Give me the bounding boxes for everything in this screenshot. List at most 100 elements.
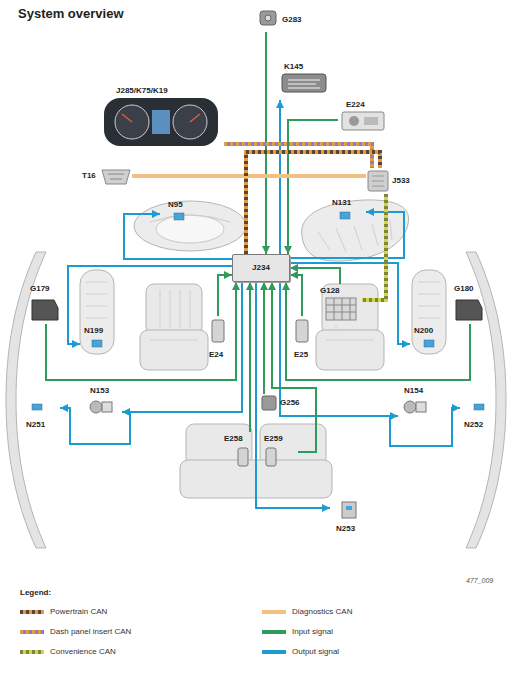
bus-line (132, 174, 366, 178)
steering-wheel (134, 201, 246, 251)
belt-buckle (296, 320, 308, 342)
component: N131 (326, 198, 366, 224)
legend-swatch (262, 610, 286, 614)
legend-stripe (20, 630, 44, 634)
side-airbag (80, 270, 114, 354)
instrument-cluster (104, 98, 218, 146)
signal-line (249, 282, 251, 432)
bus-line (246, 152, 380, 254)
signal-line (68, 266, 232, 344)
signal-line (290, 268, 340, 284)
label-holder: 477_009 (466, 576, 493, 586)
passenger-airbag (318, 220, 392, 252)
label-holder: Legend: (20, 588, 51, 598)
part-label: E224 (346, 100, 365, 110)
warning-lamp (288, 80, 320, 88)
sensor-icon (260, 11, 276, 410)
component: N251 (24, 402, 60, 432)
signal-line (122, 282, 242, 412)
part-label: N95 (168, 200, 183, 210)
diagnosis-connector (102, 170, 130, 184)
igniter (474, 404, 484, 410)
component: N95 (160, 200, 196, 226)
seat-occupied-sensor (326, 298, 356, 320)
seat-occupied-sensor (326, 298, 356, 320)
gateway-module (372, 176, 384, 186)
signal-line (46, 282, 236, 380)
bus-stripe (362, 194, 386, 300)
component: N253 (330, 500, 370, 538)
diagram-title: System overview (18, 6, 124, 22)
sensor-icon (260, 11, 276, 25)
front-seat (146, 284, 202, 334)
signal-line (272, 282, 316, 452)
legend-stripe (20, 650, 44, 654)
door-panel (466, 252, 506, 548)
component: K145 (276, 62, 332, 100)
battery-isolation-igniter (342, 502, 356, 518)
legend-swatch-frame (20, 648, 44, 656)
part-label: G180 (454, 284, 474, 294)
instrument-cluster (104, 98, 218, 146)
front-seat (140, 284, 384, 370)
door-panel (6, 252, 46, 548)
signal-line (218, 275, 232, 316)
warning-lamp (282, 74, 326, 92)
part-label: T16 (82, 171, 96, 181)
component: G180 (452, 284, 488, 324)
igniter (32, 212, 484, 410)
component: G256 (260, 394, 308, 412)
key-switch (349, 116, 359, 126)
legend-swatch-frame (262, 648, 286, 656)
belt-tensioner (90, 401, 102, 413)
igniter (174, 213, 184, 220)
part-label: K145 (284, 62, 303, 72)
component: E25 (292, 316, 316, 362)
legend-text: Input signal (292, 627, 333, 637)
part-label: N131 (332, 198, 351, 208)
component: N199 (80, 268, 116, 356)
component: J533 (366, 168, 424, 194)
part-label: E258 (224, 434, 243, 444)
signal-line (286, 282, 470, 380)
seat-stitching (150, 290, 374, 340)
part-label: G283 (282, 15, 302, 25)
signal-line (256, 282, 330, 508)
component: E259 (262, 432, 298, 474)
component: G283 (256, 8, 316, 32)
key-switch (364, 117, 378, 125)
legend-item: Dash panel insert CAN (20, 626, 250, 638)
signal-line (288, 120, 338, 254)
signal-line (290, 263, 410, 344)
component: G128 (316, 284, 362, 324)
legend-heading: Legend: (20, 588, 51, 598)
part-label: E259 (264, 434, 283, 444)
figure-number: 477_009 (466, 576, 493, 586)
legend-text: Diagnostics CAN (292, 607, 352, 617)
warning-lamp (282, 74, 326, 92)
igniter (32, 404, 42, 410)
belt-tensioner (404, 401, 416, 413)
legend-swatch (20, 610, 44, 614)
component: N153 (80, 386, 122, 420)
bus-stripe-group (224, 144, 386, 300)
part-label: N200 (414, 326, 433, 336)
legend-swatch (20, 630, 44, 634)
side-airbag (412, 270, 446, 354)
seat-stitching (150, 290, 374, 340)
component: N200 (410, 268, 448, 356)
legend-item: Diagnostics CAN (262, 606, 492, 618)
battery-isolation-igniter (346, 506, 352, 510)
part-label: G179 (30, 284, 50, 294)
legend-swatch-frame (20, 628, 44, 636)
crash-sensor (32, 300, 58, 320)
part-label: G256 (280, 398, 300, 408)
part-label: N153 (90, 386, 109, 396)
signal-line (280, 282, 460, 446)
component: G179 (28, 284, 62, 324)
signal-line (124, 214, 232, 259)
legend-text: Convenience CAN (50, 647, 116, 657)
signal-line (280, 282, 398, 416)
part-label: N154 (404, 386, 423, 396)
